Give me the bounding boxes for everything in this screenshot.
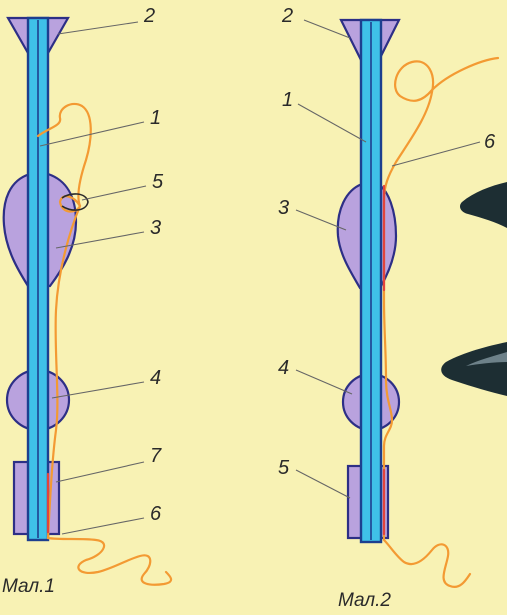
fig1-label-5: 5: [152, 171, 164, 193]
dark-tip-lower: [441, 342, 507, 396]
fig1-label-2: 2: [143, 5, 155, 27]
fig1-leader-5: [82, 186, 146, 200]
fig1-label-4: 4: [150, 367, 161, 389]
dark-tip-upper: [460, 182, 507, 228]
fig1-leader-6: [62, 518, 144, 534]
fig2-label-5: 5: [278, 457, 290, 479]
fig2-leader-6: [392, 142, 480, 166]
fig1-label-3: 3: [150, 217, 161, 239]
fig2-label-3: 3: [278, 197, 289, 219]
figure-2: 2 1 6 3 4 5 Мал.2: [278, 5, 498, 611]
fig1-leader-2: [58, 22, 138, 34]
figure-1: 2 1 5 3 4 7 6 Мал.1: [2, 5, 171, 597]
fig2-label-4: 4: [278, 357, 289, 379]
fig2-label-1: 1: [282, 89, 293, 111]
fig2-leader-4: [296, 370, 352, 394]
fig1-label-7: 7: [150, 445, 162, 467]
fig2-thread-6: [384, 58, 498, 587]
fig2-leader-1: [298, 104, 366, 142]
fig2-caption: Мал.2: [338, 590, 391, 611]
fig2-leader-5: [296, 470, 350, 498]
fig1-caption: Мал.1: [2, 576, 55, 597]
fig2-label-2: 2: [281, 5, 293, 27]
fig1-label-6: 6: [150, 503, 162, 525]
fig1-leader-7: [56, 462, 144, 482]
fig1-label-1: 1: [150, 107, 161, 129]
fig2-label-6: 6: [484, 131, 496, 153]
